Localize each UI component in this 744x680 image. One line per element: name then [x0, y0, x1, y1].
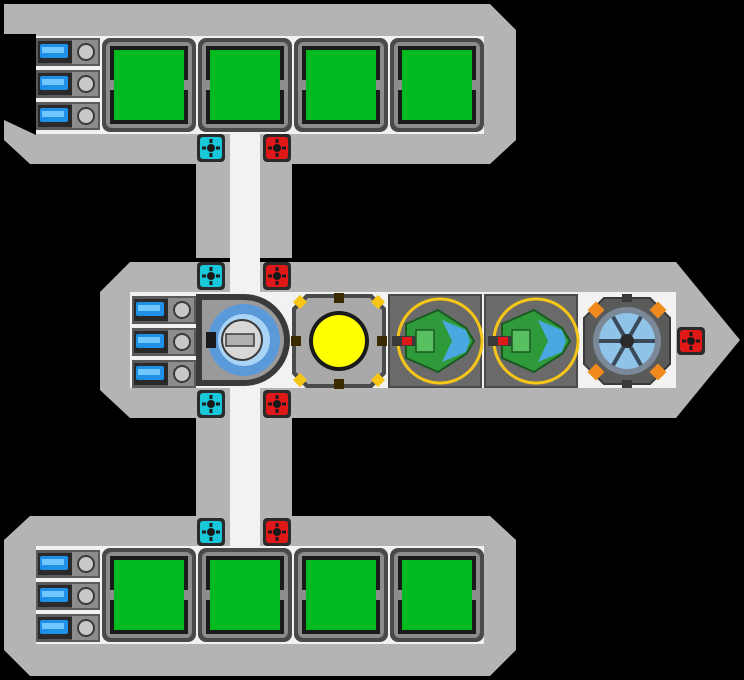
green-module[interactable]	[102, 548, 196, 642]
green-turret[interactable]	[388, 294, 484, 388]
green-module[interactable]	[102, 38, 196, 132]
blue-thruster[interactable]	[132, 328, 196, 356]
upper-corridor-deck	[230, 134, 260, 294]
green-module[interactable]	[390, 548, 484, 642]
blue-thruster[interactable]	[132, 296, 196, 324]
green-turret[interactable]	[484, 294, 580, 388]
reactor[interactable]	[291, 293, 387, 389]
modules	[102, 38, 671, 642]
cyan-connector[interactable]	[197, 390, 225, 418]
red-connector[interactable]	[263, 134, 291, 162]
lower-corridor-deck	[230, 388, 260, 548]
red-connector[interactable]	[263, 390, 291, 418]
cockpit[interactable]	[196, 294, 290, 386]
blue-thruster[interactable]	[36, 38, 100, 66]
cyan-connector[interactable]	[197, 134, 225, 162]
red-connector[interactable]	[677, 327, 705, 355]
connectors	[197, 134, 705, 546]
green-module[interactable]	[390, 38, 484, 132]
cyan-connector[interactable]	[197, 262, 225, 290]
green-module[interactable]	[198, 38, 292, 132]
blue-thruster[interactable]	[36, 614, 100, 642]
blue-thruster[interactable]	[36, 70, 100, 98]
green-module[interactable]	[294, 548, 388, 642]
thrusters	[36, 38, 196, 642]
blue-thruster[interactable]	[36, 102, 100, 130]
cyan-connector[interactable]	[197, 518, 225, 546]
shield-generator[interactable]	[583, 294, 671, 388]
red-connector[interactable]	[263, 518, 291, 546]
blue-thruster[interactable]	[36, 582, 100, 610]
blue-thruster[interactable]	[132, 360, 196, 388]
green-module[interactable]	[198, 548, 292, 642]
red-connector[interactable]	[263, 262, 291, 290]
green-module[interactable]	[294, 38, 388, 132]
blue-thruster[interactable]	[36, 550, 100, 578]
